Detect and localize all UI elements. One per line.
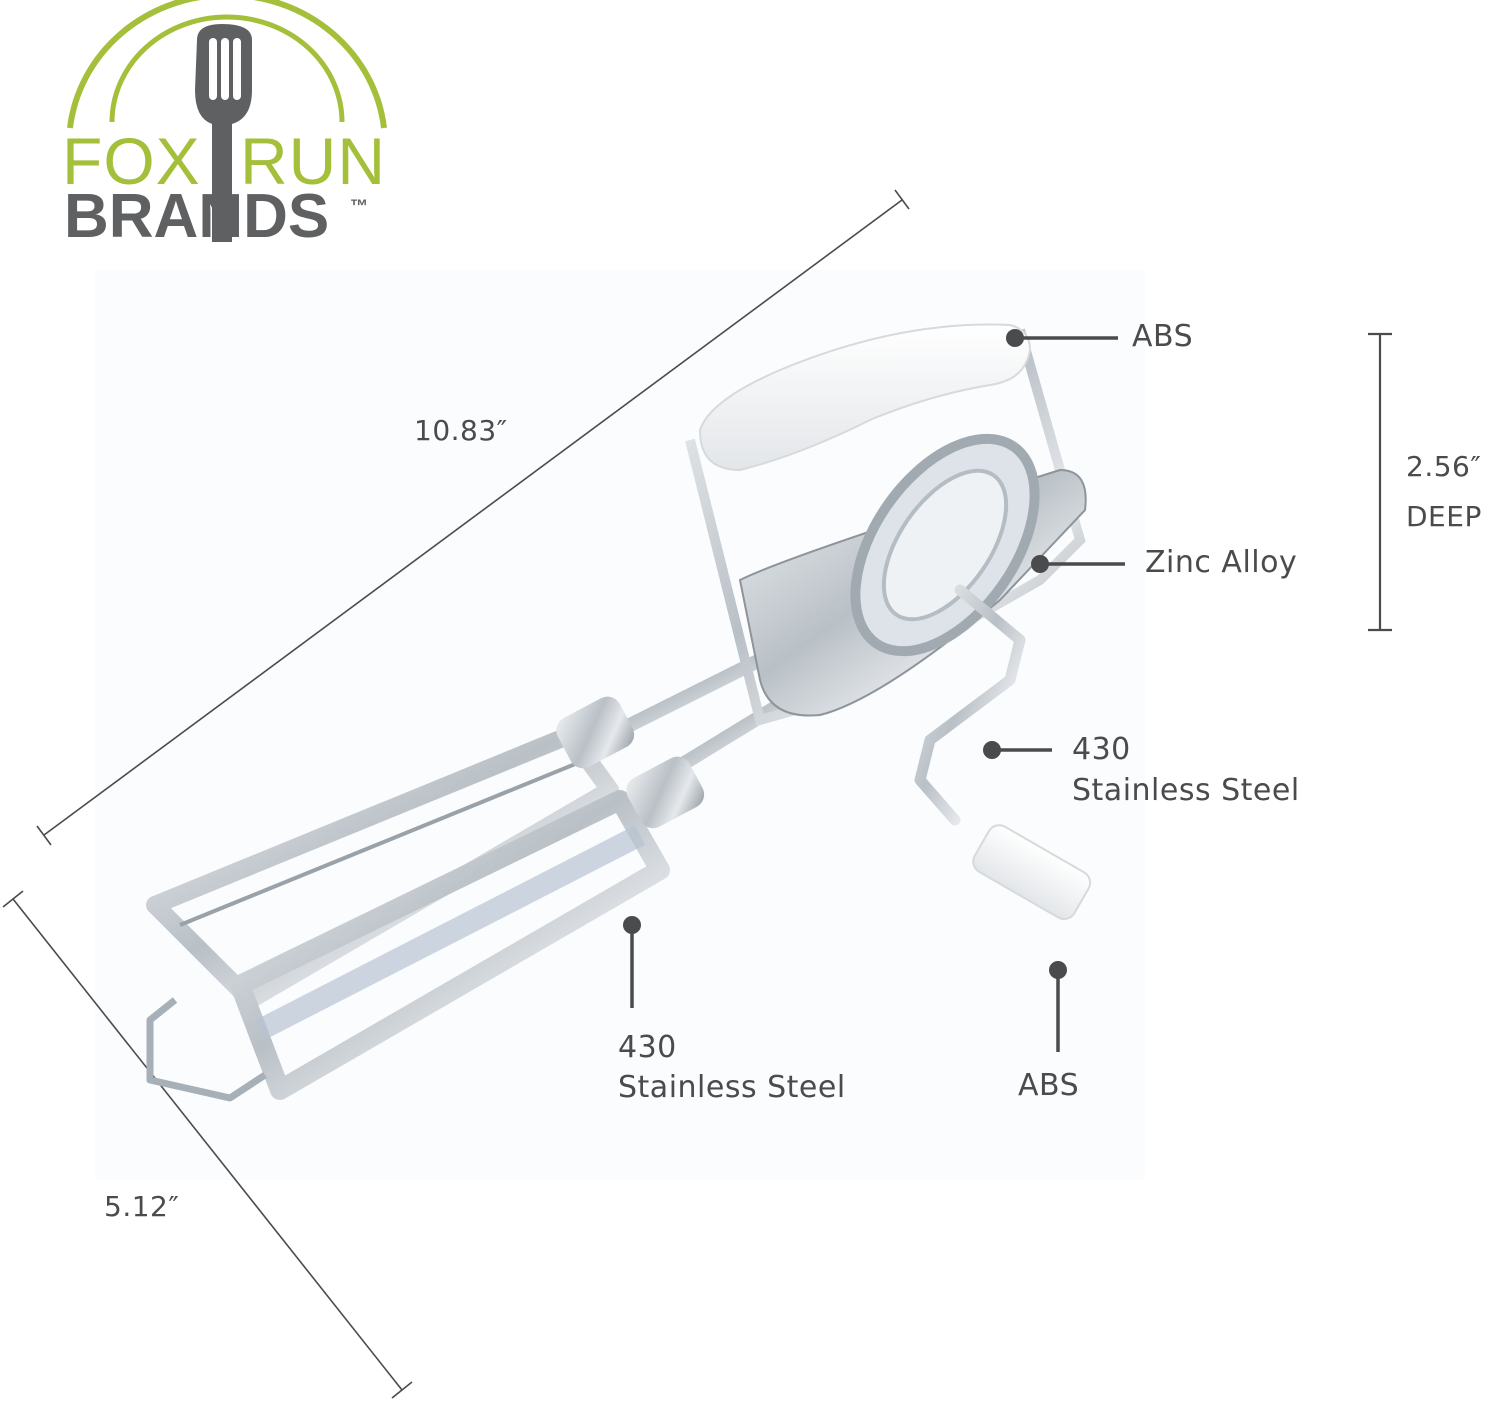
logo-text-brands: BRANDS bbox=[64, 182, 330, 251]
logo-arcs-icon bbox=[67, 0, 387, 129]
logo-trademark: ™ bbox=[350, 196, 368, 216]
logo-text-run: RUN bbox=[240, 124, 386, 198]
depth-dimension-label: DEEP bbox=[1406, 500, 1482, 533]
fox-run-brands-logo: FOX RUN BRANDS ™ bbox=[62, 0, 392, 250]
callout-crank-material: Stainless Steel bbox=[1072, 773, 1300, 808]
length-dimension-label: 10.83″ bbox=[414, 414, 508, 447]
beater-body bbox=[685, 328, 1087, 727]
top-handle bbox=[698, 323, 1032, 472]
crank-knob bbox=[972, 824, 1092, 920]
depth-dimension-line bbox=[1368, 332, 1392, 632]
callout-beaters-grade: 430 bbox=[618, 1030, 677, 1065]
callout-gear-material: Zinc Alloy bbox=[1145, 545, 1298, 580]
spatula-icon bbox=[195, 24, 252, 242]
callout-leaders bbox=[623, 329, 1125, 1052]
callout-handle-material: ABS bbox=[1132, 319, 1194, 354]
beater-right bbox=[230, 756, 705, 1100]
width-dimension-label: 5.12″ bbox=[104, 1190, 180, 1223]
width-dimension-line bbox=[2, 890, 413, 1399]
logo-text-fox: FOX bbox=[62, 124, 201, 198]
crank-arm bbox=[914, 584, 1026, 826]
length-dimension-line bbox=[36, 189, 910, 846]
callout-crank-grade: 430 bbox=[1072, 732, 1131, 767]
callout-knob-material: ABS bbox=[1018, 1068, 1080, 1103]
beater-connector bbox=[146, 997, 267, 1102]
beater-left bbox=[146, 696, 635, 1009]
callout-beaters-material: Stainless Steel bbox=[618, 1070, 846, 1105]
depth-dimension-value: 2.56″ bbox=[1406, 450, 1482, 483]
